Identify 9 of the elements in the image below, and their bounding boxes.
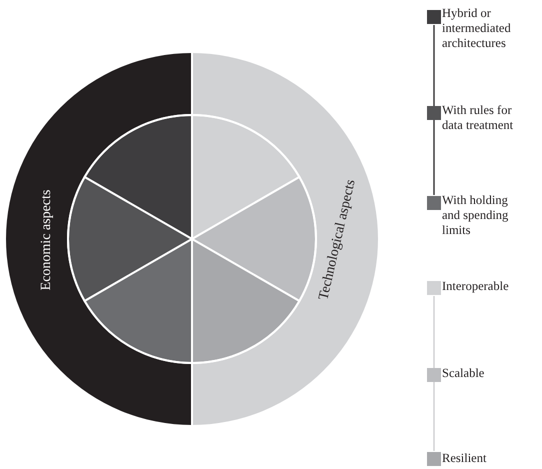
half-ring [6, 53, 192, 425]
legend-text: With rules for data treatment [442, 103, 514, 133]
ring-label: Economic aspects [39, 188, 55, 292]
legend-text: Resilient [442, 451, 488, 466]
legend-text: With holding and spending limits [442, 193, 510, 238]
half-ring [192, 53, 378, 425]
legend-text: Interoperable [442, 279, 510, 294]
legend-text: Scalable [442, 366, 486, 381]
legend-text: Hybrid or intermediated architectures [442, 6, 512, 51]
